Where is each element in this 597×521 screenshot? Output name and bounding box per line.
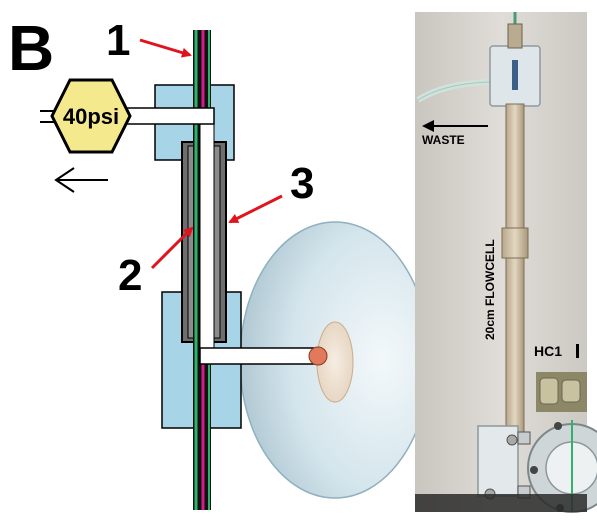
flowcell-schematic: B 40psi <box>8 12 431 510</box>
objective-dome <box>239 221 431 499</box>
panel-label: B <box>8 12 54 84</box>
callout-3: 3 <box>290 159 314 208</box>
waste-direction-arrow <box>54 167 108 193</box>
pressure-gauge: 40psi <box>40 78 132 154</box>
waste-label-group: WASTE <box>422 120 488 147</box>
pipe-end-cap <box>308 346 328 366</box>
flowcell-label: 20cm FLOWCELL <box>483 239 497 340</box>
callout-1-arrow <box>139 38 192 58</box>
lower-pipe <box>199 347 319 365</box>
hc1-label: HC1 <box>534 343 562 359</box>
flowcell-tube <box>505 103 525 435</box>
callout-1: 1 <box>106 16 130 65</box>
flowcell-photo: WASTE 20cm FLOWCELL HC1 <box>415 12 597 513</box>
callout-2-arrow <box>150 226 194 270</box>
annular-flow-channel <box>199 111 215 365</box>
callout-2: 2 <box>118 251 142 300</box>
pressure-gauge-label: 40psi <box>63 104 119 129</box>
callout-3-arrow <box>228 194 283 224</box>
waste-label: WASTE <box>422 133 465 147</box>
heater-cell-assembly <box>415 372 597 513</box>
